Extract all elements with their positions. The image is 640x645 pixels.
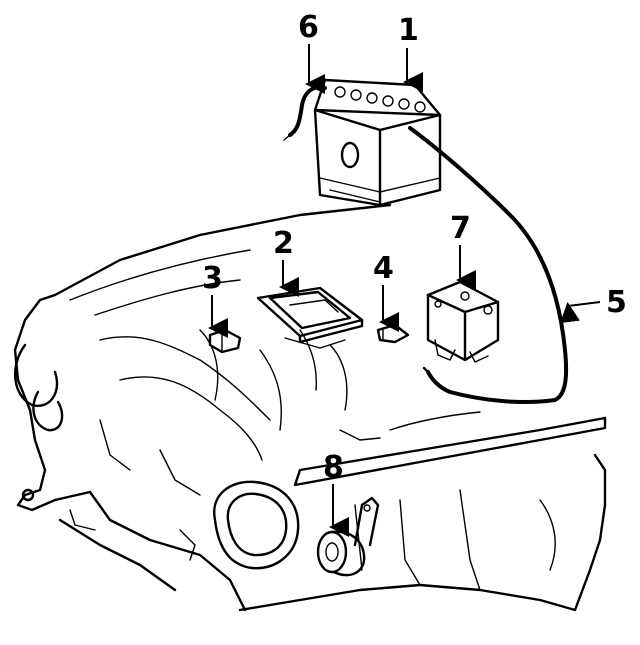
callout-label-2: 2 <box>273 226 294 261</box>
battery <box>313 78 442 207</box>
callout-arrows <box>208 44 601 537</box>
callout-label-6: 6 <box>298 10 319 45</box>
callout-label-5: 5 <box>606 285 627 320</box>
battery-hold-down-bracket <box>376 323 410 344</box>
callout-label-8: 8 <box>323 450 344 485</box>
positive-cable <box>408 126 569 405</box>
callout-label-1: 1 <box>398 13 419 48</box>
callout-label-3: 3 <box>202 261 223 296</box>
battery-tray <box>256 286 364 349</box>
relay-box <box>426 280 500 363</box>
callout-labels: 1 2 3 4 5 6 7 8 <box>202 10 627 485</box>
callout-label-7: 7 <box>450 211 471 246</box>
horn <box>316 496 380 577</box>
vehicle-front-body <box>13 203 607 612</box>
callout-label-4: 4 <box>373 251 394 286</box>
callout-arrow-5 <box>560 301 601 324</box>
battery-clamp-nut <box>208 328 242 354</box>
